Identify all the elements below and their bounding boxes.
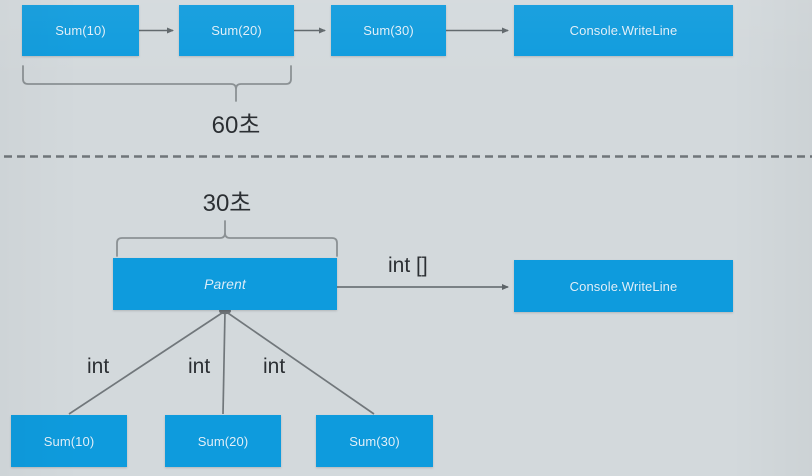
- node-seq-sum-30[interactable]: Sum(30): [331, 5, 446, 56]
- edge-parent-to-sum20: [222, 310, 226, 415]
- node-label: Sum(20): [211, 23, 262, 38]
- node-label: Parent: [204, 276, 246, 292]
- node-label: Sum(30): [363, 23, 414, 38]
- node-par-sum-10[interactable]: Sum(10): [11, 415, 127, 467]
- label-edge-int-2: int: [188, 355, 211, 378]
- brace-60s: [22, 65, 292, 102]
- node-par-sum-30[interactable]: Sum(30): [316, 415, 433, 467]
- label-edge-int-1: int: [87, 355, 110, 378]
- node-label: Sum(30): [349, 433, 400, 449]
- node-label: Sum(10): [43, 433, 95, 449]
- edge-parent-to-sum30: [224, 310, 375, 415]
- brace-30s: [116, 220, 338, 257]
- label-60-seconds: 60초: [211, 112, 261, 139]
- node-seq-sum-20[interactable]: Sum(20): [179, 5, 294, 56]
- node-label: Sum(10): [55, 23, 106, 38]
- node-label: Sum(20): [197, 433, 249, 449]
- node-label: Console.WriteLine: [569, 23, 678, 38]
- node-label: Console.WriteLine: [569, 278, 678, 294]
- node-parallel-console-writeline[interactable]: Console.WriteLine: [514, 260, 733, 312]
- node-par-sum-20[interactable]: Sum(20): [165, 415, 281, 467]
- label-30-seconds: 30초: [202, 190, 252, 217]
- edge-parent-to-sum10: [68, 310, 226, 415]
- node-parent[interactable]: Parent: [113, 258, 337, 310]
- node-seq-sum-10[interactable]: Sum(10): [22, 5, 139, 56]
- label-edge-int-3: int: [263, 355, 286, 378]
- label-int-array: int []: [388, 254, 428, 277]
- node-seq-console-writeline[interactable]: Console.WriteLine: [514, 5, 733, 56]
